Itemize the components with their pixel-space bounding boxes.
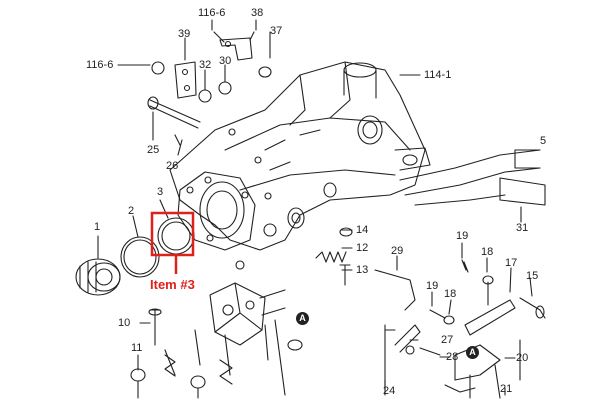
part-label: 20: [516, 352, 529, 364]
part-label: 30: [219, 55, 232, 67]
part-label: 116-6: [86, 59, 114, 71]
part-label: 27: [441, 334, 454, 346]
front-flange: [177, 171, 256, 251]
part-label: 39: [178, 28, 191, 40]
part-label: 38: [251, 7, 264, 19]
lever-17: [464, 299, 516, 336]
part-label: 19: [456, 230, 469, 242]
part-label: 32: [199, 59, 212, 71]
part-label: 25: [147, 144, 160, 156]
part-label: 18: [481, 246, 494, 258]
part-label: 21: [500, 383, 513, 395]
part-label: 114-1: [424, 69, 452, 81]
part-label: 14: [356, 224, 369, 236]
highlight-callout: Item #3: [150, 277, 195, 292]
o-ring-2: [120, 236, 160, 278]
part-label: 11: [131, 342, 143, 354]
part-label: 28: [446, 351, 459, 363]
part-label: 12: [356, 242, 369, 254]
part-label: 2: [128, 205, 135, 217]
part-label: 29: [391, 245, 404, 257]
part-label: 13: [356, 264, 369, 276]
highlight-box: [150, 211, 195, 257]
spring-12: [315, 251, 347, 263]
housing-body: [169, 61, 426, 251]
part-label: 37: [270, 25, 283, 37]
part-label: 17: [505, 257, 518, 269]
part-label: 18: [444, 288, 457, 300]
part-label: 1: [94, 221, 101, 233]
part-label: 3: [157, 186, 164, 198]
part-label: 19: [426, 280, 439, 292]
part-label: 24: [383, 385, 396, 397]
part-label: 26: [166, 160, 179, 172]
reference-marker: A: [466, 346, 479, 359]
ring-3: [157, 217, 195, 255]
part-label: 15: [526, 270, 539, 282]
front-bore: [199, 181, 245, 239]
part-label: 116-6: [198, 7, 226, 19]
reference-marker: A: [296, 312, 309, 325]
part-label: 10: [118, 317, 131, 329]
part-label: 5: [540, 135, 547, 147]
valve-block: [209, 282, 266, 346]
part-label: 31: [516, 222, 529, 234]
